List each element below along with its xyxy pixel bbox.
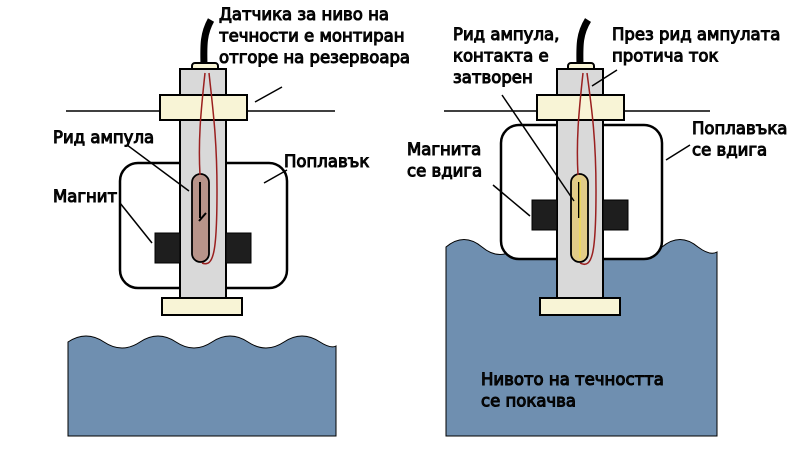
magnet-right-b bbox=[602, 199, 629, 231]
label-line: Рид ампула bbox=[53, 128, 154, 147]
leader-current-right bbox=[591, 69, 618, 87]
liquid-left bbox=[67, 335, 337, 437]
magnet-left-a bbox=[154, 232, 181, 264]
leader-float-left bbox=[263, 169, 288, 184]
label-line: През рид ампулата bbox=[612, 25, 780, 44]
label-line: се покачва bbox=[481, 391, 576, 410]
leader-reed-left bbox=[126, 144, 190, 192]
leader-magnet-left bbox=[119, 202, 153, 244]
wire-right-b bbox=[579, 72, 597, 266]
label-float-up-right: Поплавъка се вдига bbox=[692, 119, 787, 159]
left-panel: Датчика за ниво на течности е монтиран отг… bbox=[53, 5, 411, 437]
cable-left bbox=[200, 18, 215, 70]
bottom-cap-left bbox=[161, 297, 243, 316]
bottom-cap-right bbox=[539, 297, 621, 316]
label-line: отгоре на резервоара bbox=[219, 48, 410, 67]
label-line: контакта е bbox=[453, 46, 549, 65]
label-line: Поплавъка bbox=[692, 119, 787, 138]
label-line: Поплавък bbox=[284, 152, 369, 171]
label-line: се вдига bbox=[692, 140, 767, 159]
reed-contact-left-bottom bbox=[198, 212, 207, 222]
label-line: Магнит bbox=[53, 187, 118, 206]
label-reed-left: Рид ампула bbox=[53, 128, 154, 147]
label-line: Рид ампула, bbox=[453, 25, 559, 44]
label-reed-closed-right: Рид ампула, контакта е затворен bbox=[453, 25, 559, 87]
right-panel: Рид ампула, контакта е затворен През рид а… bbox=[407, 18, 788, 437]
wire-left-a bbox=[198, 72, 206, 176]
label-mounting-left: Датчика за ниво на течности е монтиран отг… bbox=[219, 5, 410, 67]
label-line: Магнита bbox=[407, 140, 481, 159]
label-line: затворен bbox=[453, 68, 533, 87]
label-line: протича ток bbox=[612, 46, 719, 65]
label-magnet-up-right: Магнита се вдига bbox=[407, 140, 482, 180]
cable-right bbox=[576, 18, 592, 70]
label-line: Нивото на течността bbox=[481, 370, 664, 389]
label-current-right: През рид ампулата протича ток bbox=[612, 25, 780, 65]
magnet-right-a bbox=[531, 199, 558, 231]
label-line: Датчика за ниво на bbox=[219, 5, 389, 24]
label-float-left: Поплавък bbox=[284, 152, 369, 171]
label-level-rising-right: Нивото на течността се покачва bbox=[481, 370, 664, 410]
leader-mounting-left bbox=[254, 86, 283, 103]
leader-float-right bbox=[665, 144, 691, 161]
top-cap-left bbox=[159, 94, 248, 121]
label-line: се вдига bbox=[407, 161, 482, 180]
wire-left-b bbox=[201, 72, 218, 265]
magnet-left-b bbox=[225, 232, 252, 264]
leader-magnet-right bbox=[492, 184, 531, 217]
wire-right-a bbox=[576, 72, 584, 176]
label-line: течности е монтиран bbox=[219, 26, 404, 45]
leader-reed-right bbox=[501, 94, 575, 202]
label-magnet-left: Магнит bbox=[53, 187, 118, 206]
